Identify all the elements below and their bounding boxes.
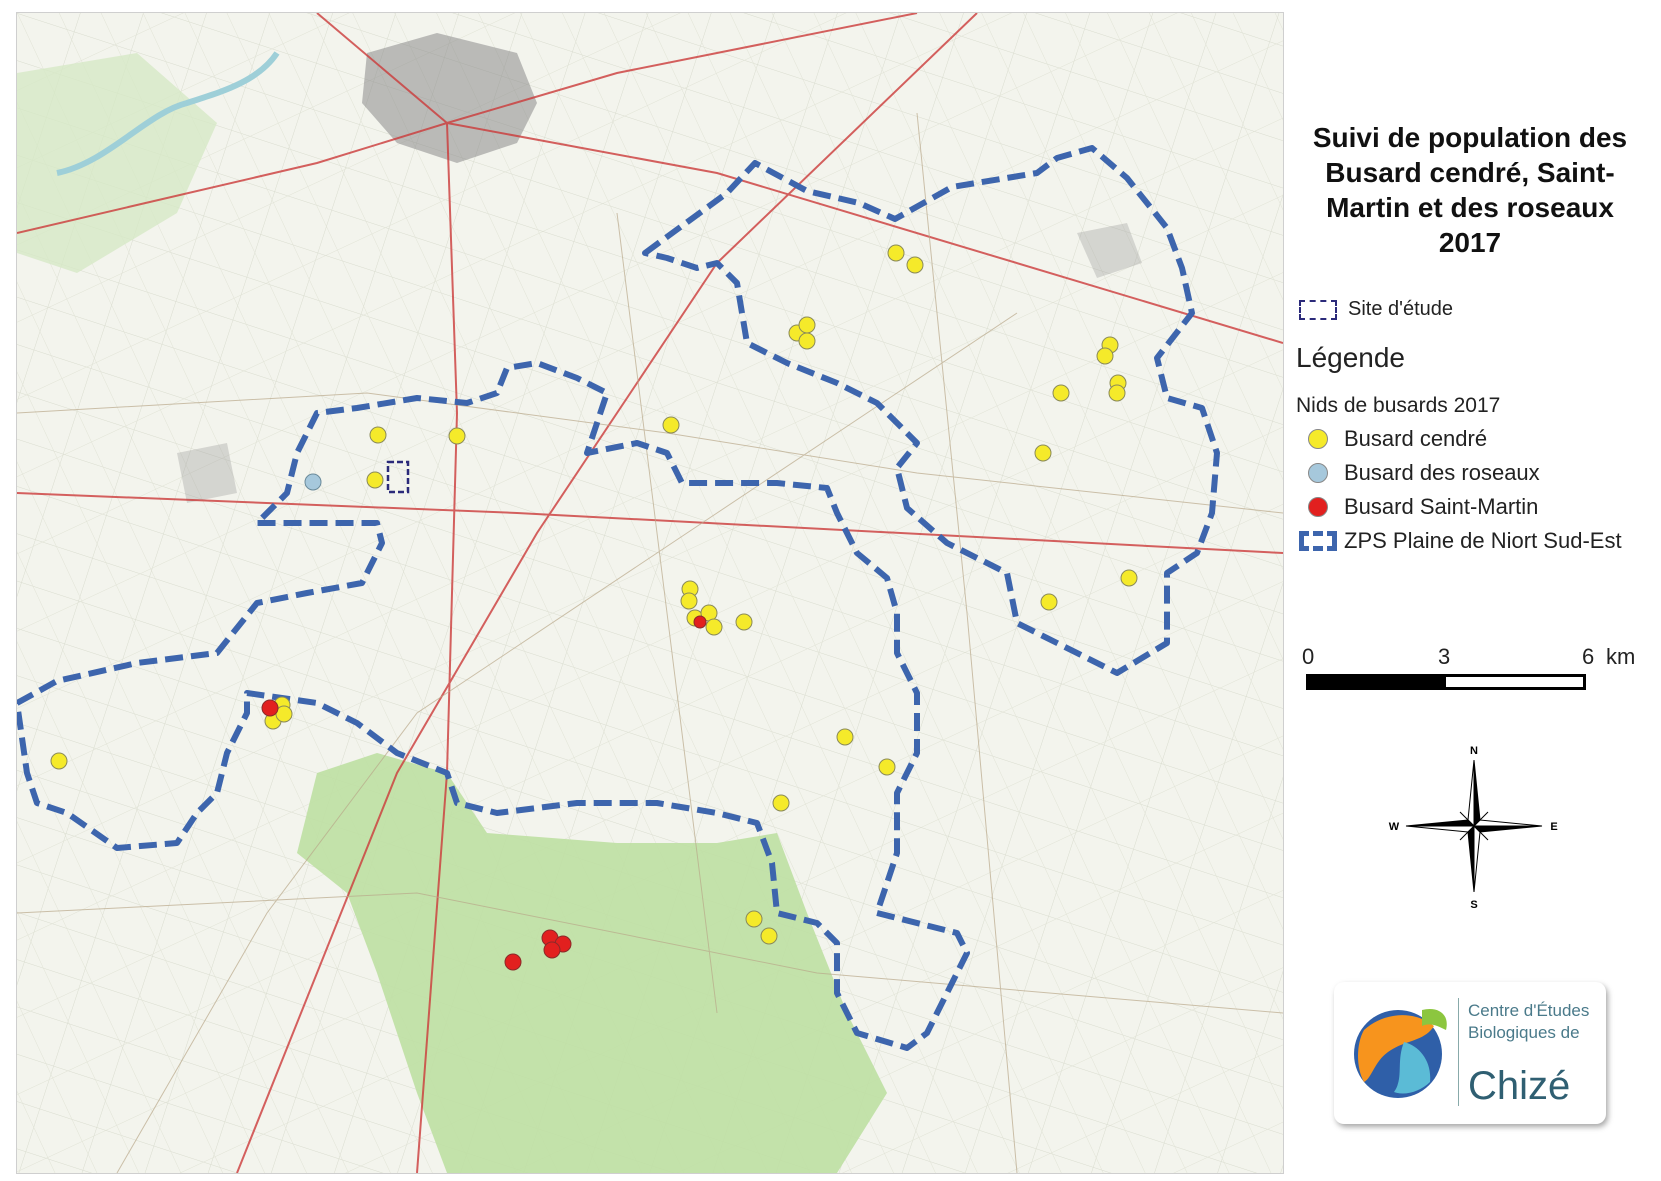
site-label: Site d'étude (1348, 298, 1454, 320)
nest-cendre (735, 613, 753, 631)
logo-separator (1458, 998, 1459, 1106)
logo-brand: Chizé (1468, 1064, 1571, 1108)
nest-cendre (1108, 384, 1126, 402)
nest-cendre (1034, 444, 1052, 462)
zps-boundary (17, 145, 1220, 1051)
scale-label-mid: 3 (1438, 644, 1451, 669)
compass-n: N (1470, 745, 1478, 757)
nest-cendre (760, 927, 778, 945)
compass-s: S (1470, 899, 1477, 910)
logo-line-1: Centre d'Études (1468, 1001, 1590, 1020)
nest-cendre (50, 752, 68, 770)
minor-roads (17, 112, 1283, 1173)
forest-chize (297, 753, 887, 1173)
road-network (17, 13, 1283, 1173)
title-line-3: Martin et des roseaux (1326, 192, 1614, 223)
nest-cendre (836, 728, 854, 746)
compass-w: W (1389, 821, 1400, 833)
nest-cendre (1096, 347, 1114, 365)
nest-cendre (662, 416, 680, 434)
legend-item-zps: ZPS Plaine de Niort Sud-Est (1296, 528, 1622, 554)
nest-cendre (745, 910, 763, 928)
cebc-logo: Centre d'Études Biologiques de Chizé (1334, 982, 1606, 1124)
nest-cendre (1120, 569, 1138, 587)
nest-cendre (705, 618, 723, 636)
site-symbol (1296, 299, 1340, 320)
nest-cendre (798, 316, 816, 334)
town-west (177, 443, 237, 503)
nests-busard-saint-martin (261, 615, 707, 971)
north-arrow-icon: N S W E (1389, 745, 1558, 910)
vegetation-river (56, 51, 280, 176)
legend-item-saint-martin: Busard Saint-Martin (1296, 494, 1538, 520)
compass-e: E (1550, 821, 1557, 833)
legend-label: Busard cendré (1344, 426, 1488, 451)
study-site (386, 460, 410, 494)
town-east (1077, 223, 1142, 278)
nest-busard-des-roseaux (304, 473, 322, 491)
nest-saint-martin (693, 615, 707, 629)
nest-cendre (1040, 593, 1058, 611)
title-line-4: 2017 (1438, 227, 1502, 258)
map-title: Suivi de population des Busard cendré, S… (1300, 120, 1640, 260)
legend-item-roseaux: Busard des roseaux (1296, 460, 1540, 486)
nest-cendre (366, 471, 384, 489)
nest-saint-martin (543, 941, 561, 959)
globe-logo-icon (1354, 1008, 1447, 1098)
nest-cendre (1052, 384, 1070, 402)
nest-cendre (798, 332, 816, 350)
zps-swatch (1299, 531, 1337, 551)
cendre-swatch (1308, 429, 1328, 449)
legend-label: Busard des roseaux (1344, 460, 1540, 485)
map-canvas (16, 12, 1284, 1174)
town-niort (362, 33, 537, 163)
nest-cendre (887, 244, 905, 262)
logo-text: Centre d'Études Biologiques de (1468, 1000, 1589, 1044)
legend-panel: Suivi de population des Busard cendré, S… (1296, 120, 1656, 690)
scale-label-6: 6 (1582, 644, 1595, 669)
legend-item-cendre: Busard cendré (1296, 426, 1487, 452)
nest-cendre (680, 592, 698, 610)
nest-cendre (906, 256, 924, 274)
scale-label-0: 0 (1302, 644, 1315, 669)
nest-cendre (369, 426, 387, 444)
title-line-2: Busard cendré, Saint- (1325, 157, 1615, 188)
nest-cendre (448, 427, 466, 445)
nest-cendre (772, 794, 790, 812)
roseaux-swatch (1308, 463, 1328, 483)
legend-heading: Légende (1296, 342, 1406, 373)
nest-saint-martin (261, 699, 279, 717)
logo-line-2: Biologiques de (1468, 1023, 1580, 1042)
saint-martin-swatch (1308, 497, 1328, 517)
nest-saint-martin (504, 953, 522, 971)
title-line-1: Suivi de population des (1312, 122, 1628, 153)
legend-subheading: Nids de busards 2017 (1296, 394, 1501, 417)
legend-label: Busard Saint-Martin (1344, 494, 1539, 519)
nest-cendre (878, 758, 896, 776)
legend-label: ZPS Plaine de Niort Sud-Est (1344, 528, 1622, 553)
nests-busard-cendre (50, 244, 1138, 945)
legend-site: Site d'étude (1296, 298, 1453, 321)
scale-unit: km (1606, 644, 1636, 669)
scale-bar-graphic (1306, 674, 1586, 690)
